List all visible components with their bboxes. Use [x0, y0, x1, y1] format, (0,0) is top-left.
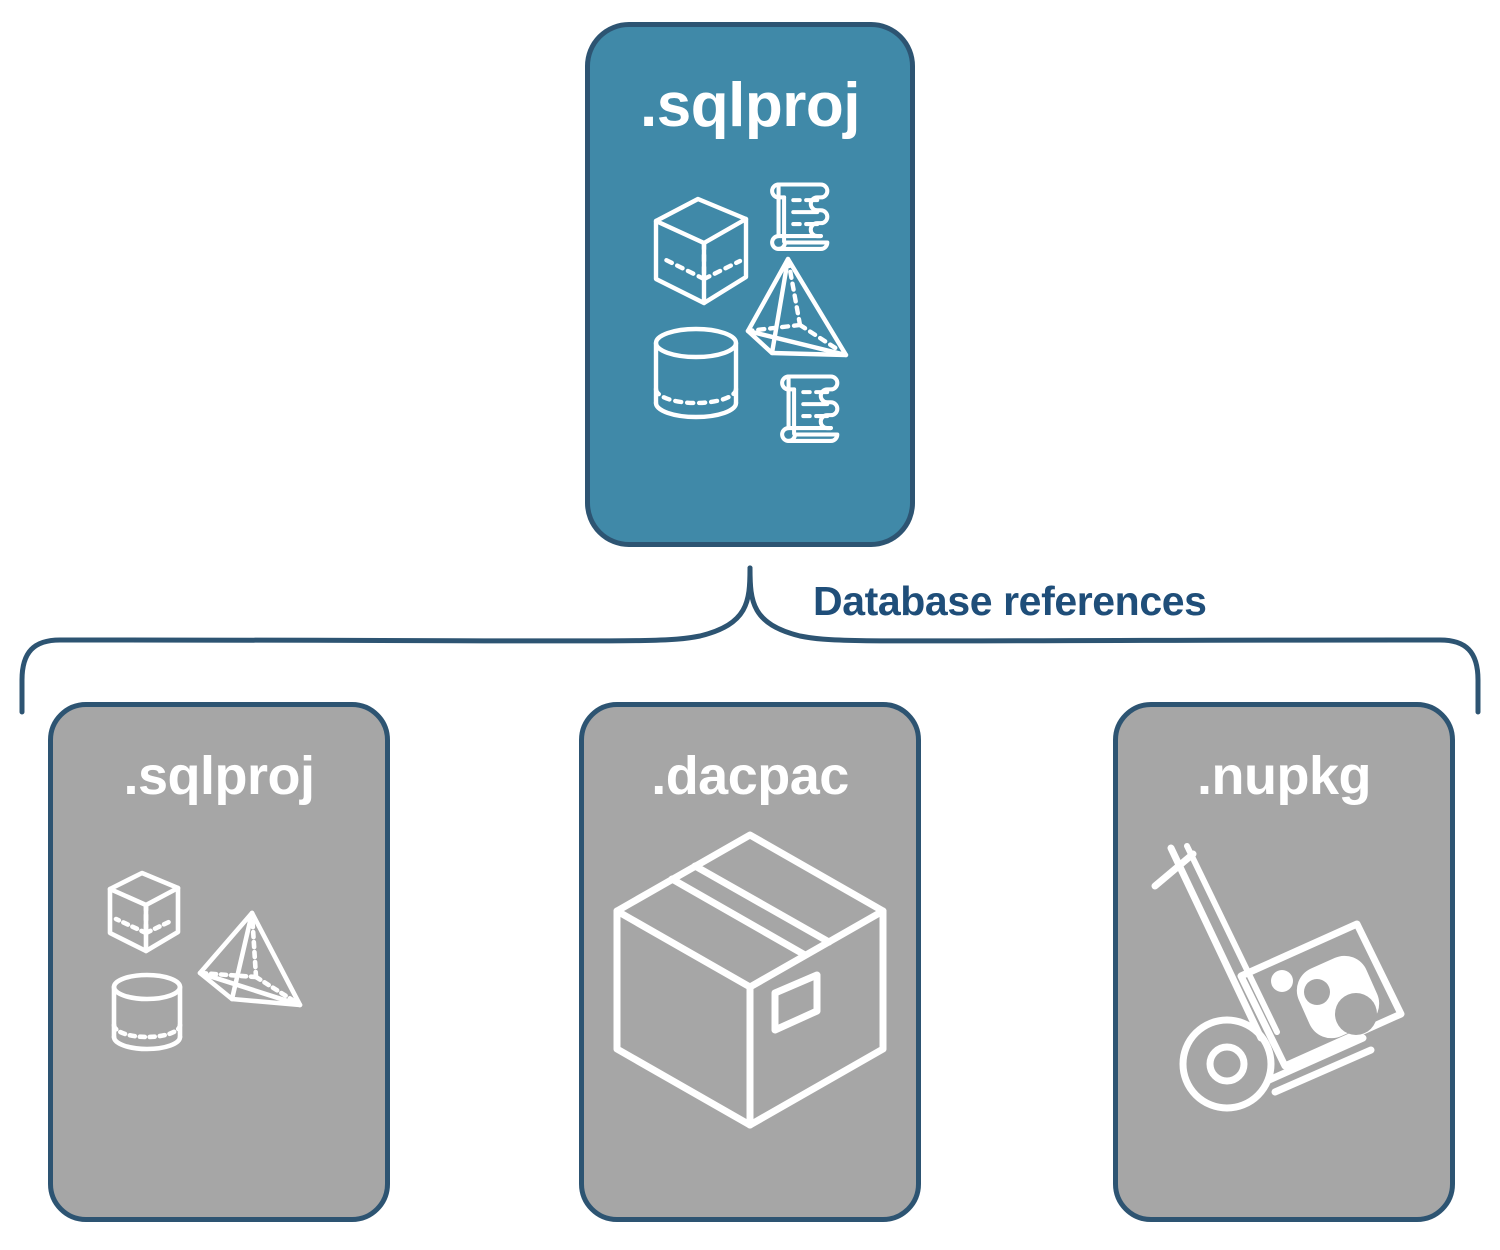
connector-label: Database references — [813, 578, 1207, 624]
reference-card-nupkg[interactable]: .nupkg — [1113, 702, 1455, 1222]
source-card-sqlproj[interactable]: .sqlproj — [585, 22, 915, 547]
reference-card-dacpac[interactable]: .dacpac — [579, 702, 921, 1222]
brace-left-half — [19, 565, 753, 715]
reference-card-artwork — [1149, 842, 1419, 1112]
cylinder-wireframe-icon — [653, 326, 739, 420]
reference-card-title: .sqlproj — [123, 746, 315, 806]
reference-card-sqlproj[interactable]: .sqlproj — [48, 702, 390, 1222]
reference-card-title: .dacpac — [651, 746, 849, 806]
pyramid-wireframe-icon — [197, 910, 303, 1008]
connector-brace — [0, 540, 1500, 720]
scroll-icon — [770, 182, 830, 251]
reference-card-artwork — [104, 857, 334, 1077]
source-card-artwork — [650, 175, 850, 445]
source-card-title: .sqlproj — [640, 71, 860, 140]
reference-card-artwork — [605, 825, 895, 1129]
pyramid-wireframe-icon — [745, 256, 849, 358]
package-box-icon — [613, 831, 887, 1129]
reference-card-title: .nupkg — [1197, 746, 1371, 806]
hand-truck-package-icon — [1151, 843, 1405, 1112]
scroll-icon — [780, 374, 840, 443]
cylinder-wireframe-icon — [111, 972, 183, 1052]
cube-wireframe-icon — [653, 196, 749, 306]
cube-wireframe-icon — [107, 870, 181, 954]
